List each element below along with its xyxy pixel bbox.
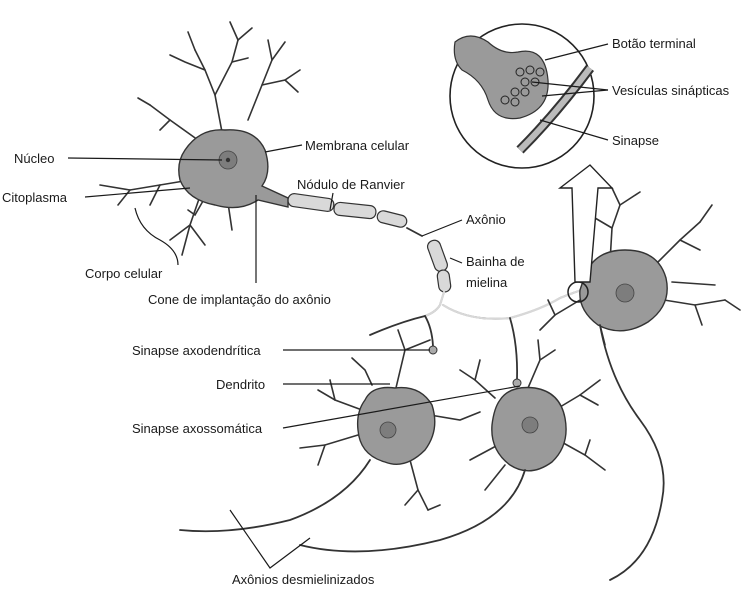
main-neuron-cell-body (179, 130, 288, 208)
label-sinapse-axodendritica: Sinapse axodendrítica (132, 343, 261, 358)
label-corpo-celular: Corpo celular (85, 266, 163, 281)
label-cone-implantacao: Cone de implantação do axônio (148, 292, 331, 307)
label-axonio: Axônio (466, 212, 506, 227)
main-axon-myelin (287, 193, 451, 293)
middle-left-neuron-nucleus (380, 422, 396, 438)
label-bainha-2: mielina (466, 275, 508, 290)
label-membrana-celular: Membrana celular (305, 138, 410, 153)
right-neuron-axon (600, 325, 664, 580)
nucleolus (226, 158, 230, 162)
label-sinapse-axossomatica: Sinapse axossomática (132, 421, 263, 436)
label-nucleo: Núcleo (14, 151, 54, 166)
middle-right-neuron (300, 340, 605, 551)
right-neuron-nucleus (616, 284, 634, 302)
label-nodulo-ranvier: Nódulo de Ranvier (297, 177, 405, 192)
middle-left-neuron-axon (180, 460, 370, 531)
label-bainha-1: Bainha de (466, 254, 525, 269)
middle-left-neuron-cell-body (358, 388, 435, 465)
label-vesiculas-sinapticas: Vesículas sinápticas (612, 83, 730, 98)
label-dendrito: Dendrito (216, 377, 265, 392)
label-citoplasma: Citoplasma (2, 190, 68, 205)
middle-right-neuron-nucleus (522, 417, 538, 433)
label-axonios-desmielinizados: Axônios desmielinizados (232, 572, 375, 587)
label-botao-terminal: Botão terminal (612, 36, 696, 51)
right-neuron (540, 188, 740, 580)
label-sinapse: Sinapse (612, 133, 659, 148)
